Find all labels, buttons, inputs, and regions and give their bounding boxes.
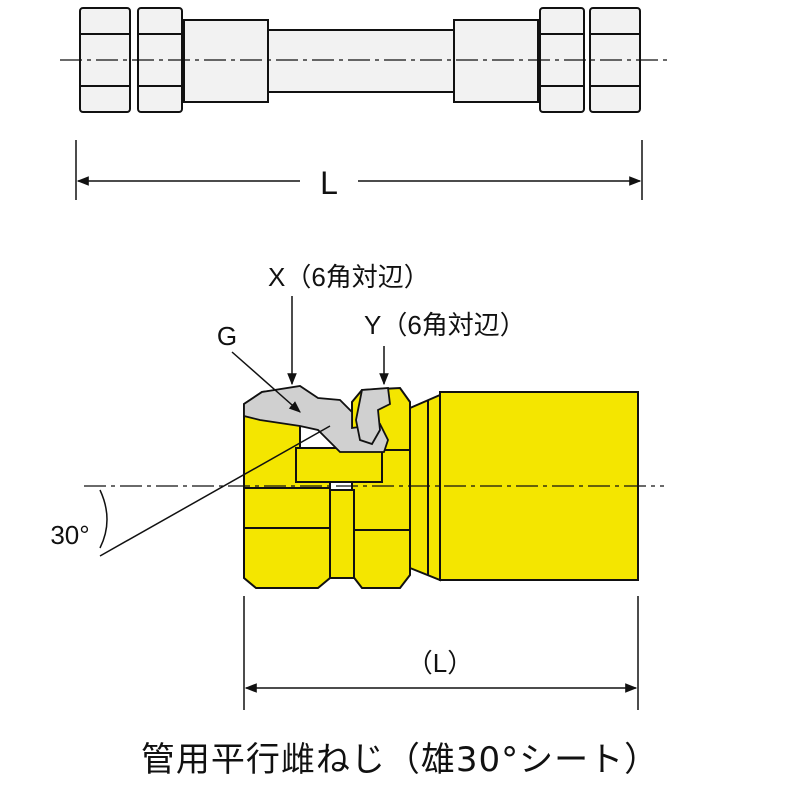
hex-x-label: X（6角対辺） — [268, 262, 430, 292]
hex-y-label: Y（6角対辺） — [364, 310, 526, 340]
fitting-collar — [409, 393, 441, 582]
overall-length-dimension — [75, 140, 643, 200]
hose-body — [267, 29, 455, 93]
body-length-label: （L） — [407, 648, 473, 678]
thread-section — [243, 385, 391, 453]
overall-length-label: L — [320, 165, 338, 201]
body-length-dimension — [243, 596, 639, 710]
thread-g-leader — [231, 351, 301, 413]
seat-angle-lines — [99, 425, 331, 557]
thread-g-section — [243, 385, 389, 453]
diagram-caption: 管用平行雌ねじ（雄30°シート） — [140, 740, 660, 780]
right-socket-body — [453, 19, 539, 103]
seat-angle-label: 30° — [50, 520, 89, 550]
thread-g-label: G — [217, 321, 237, 351]
hose-assembly-top-view — [60, 7, 668, 113]
left-socket-body — [183, 19, 269, 103]
thread-y-section — [355, 387, 391, 446]
fitting-neck — [329, 489, 355, 579]
male-seat-insert — [295, 447, 383, 483]
nut-x-lower — [243, 487, 331, 589]
